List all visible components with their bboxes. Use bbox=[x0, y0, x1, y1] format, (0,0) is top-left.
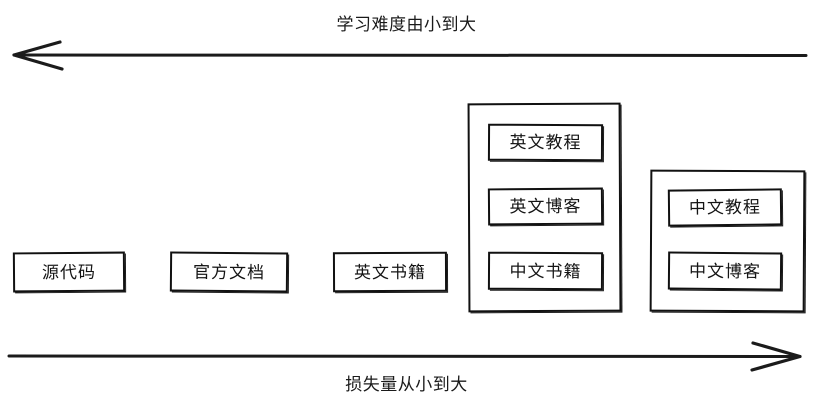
difficulty-axis-label: 学习难度由小到大 bbox=[336, 15, 477, 34]
node-chinese-tutorials-label: 中文教程 bbox=[688, 197, 762, 218]
node-chinese-tutorials[interactable]: 中文教程 bbox=[667, 188, 783, 227]
node-official-docs-label: 官方文档 bbox=[192, 262, 266, 282]
node-english-books-label: 英文书籍 bbox=[353, 262, 427, 282]
node-english-tutorials[interactable]: 英文教程 bbox=[487, 123, 604, 162]
loss-arrow bbox=[7, 341, 802, 372]
loss-axis-label: 损失量从小到大 bbox=[345, 375, 468, 394]
node-chinese-blogs[interactable]: 中文博客 bbox=[667, 251, 783, 291]
node-english-tutorials-label: 英文教程 bbox=[509, 132, 582, 153]
node-source-code-label: 源代码 bbox=[41, 262, 97, 282]
node-chinese-books-label: 中文书籍 bbox=[509, 261, 582, 281]
node-chinese-blogs-label: 中文博客 bbox=[688, 261, 762, 281]
node-official-docs[interactable]: 官方文档 bbox=[169, 251, 289, 293]
difficulty-arrow bbox=[12, 40, 808, 71]
node-chinese-books[interactable]: 中文书籍 bbox=[487, 251, 604, 291]
node-source-code[interactable]: 源代码 bbox=[12, 251, 126, 293]
node-english-blogs-label: 英文博客 bbox=[509, 196, 582, 217]
node-english-books[interactable]: 英文书籍 bbox=[332, 251, 448, 293]
node-english-blogs[interactable]: 英文博客 bbox=[487, 187, 604, 226]
